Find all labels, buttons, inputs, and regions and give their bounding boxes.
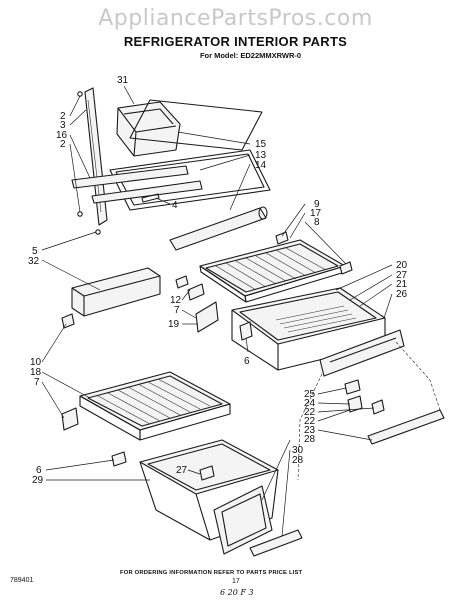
callout-24: 24	[304, 398, 316, 409]
callout-15: 15	[255, 139, 267, 150]
callout-28-lower: 28	[292, 455, 304, 466]
callout-2-lower: 2	[60, 139, 66, 150]
callout-20: 20	[396, 260, 408, 271]
callout-2: 2	[60, 111, 66, 122]
callout-28: 28	[304, 434, 316, 445]
model-subtitle: For Model: ED22MMXRWR-0	[199, 51, 302, 60]
handwritten-note: 6 20 F 3	[220, 588, 254, 597]
bottom-drawer	[139, 439, 303, 557]
callout-17: 17	[310, 208, 322, 219]
callout-27-lower: 27	[176, 465, 188, 476]
callout-10: 10	[30, 357, 42, 368]
callout-23: 23	[304, 425, 316, 436]
watermark: AppliancePartsPros.com	[98, 6, 373, 31]
callout-16: 16	[56, 130, 68, 141]
callout-4: 4	[172, 200, 178, 211]
callout-30: 30	[292, 445, 304, 456]
callout-12: 12	[170, 295, 182, 306]
crisper-tray-31	[116, 101, 181, 157]
wire-shelf-middle	[187, 231, 353, 333]
callout-27: 27	[396, 270, 408, 281]
crisper-drawer-middle	[231, 287, 445, 481]
callout-22-lower: 22	[304, 416, 316, 427]
glass-shelf-frame-top	[71, 99, 271, 251]
callout-14: 14	[255, 160, 267, 171]
callout-25: 25	[304, 389, 316, 400]
callout-26: 26	[396, 289, 408, 300]
callout-9: 9	[314, 199, 320, 210]
callout-19: 19	[168, 319, 180, 330]
callout-32: 32	[28, 256, 40, 267]
callout-6: 6	[244, 356, 250, 367]
callout-29: 29	[32, 475, 44, 486]
callout-22: 22	[304, 407, 316, 418]
page-title: REFRIGERATOR INTERIOR PARTS	[123, 34, 348, 49]
ordering-note: FOR ORDERING INFORMATION REFER TO PARTS …	[120, 570, 303, 576]
callout-7-lower: 7	[34, 377, 40, 388]
callout-7: 7	[174, 305, 180, 316]
leader-lines	[41, 85, 393, 537]
page-number: 17	[232, 578, 240, 585]
callout-31: 31	[117, 75, 129, 86]
callout-21: 21	[396, 279, 408, 290]
callout-3: 3	[60, 120, 66, 131]
callout-labels: 31 2 3 16 2 15 13 14 4 5 32 9 17 8 20 27…	[28, 75, 408, 486]
callout-18: 18	[30, 367, 42, 378]
callout-5: 5	[32, 246, 38, 257]
wire-shelf-lower	[61, 371, 231, 467]
callout-6-lower: 6	[36, 465, 42, 476]
shelf-bar-32	[61, 267, 189, 329]
document-number: 789401	[10, 577, 34, 584]
callout-8: 8	[314, 217, 320, 228]
callout-13: 13	[255, 150, 267, 161]
